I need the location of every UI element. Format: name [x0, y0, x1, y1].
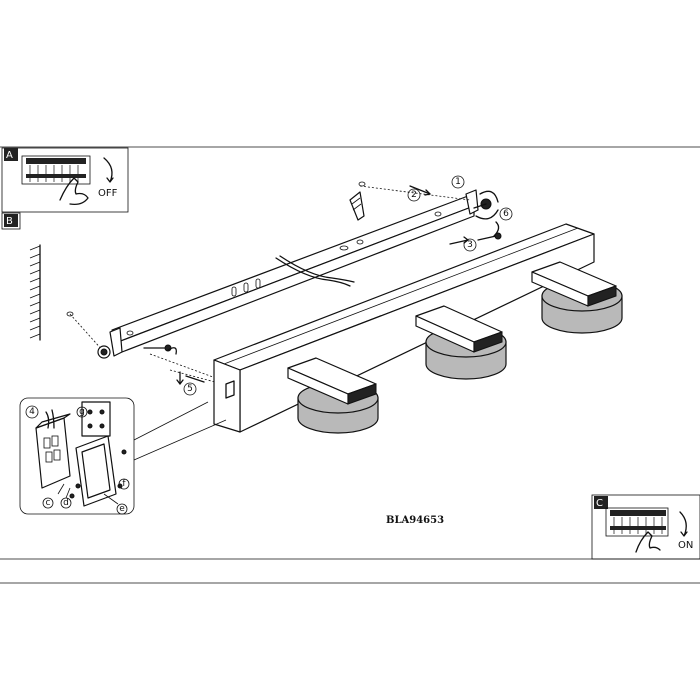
lamp-head-left [287, 357, 379, 434]
svg-text:2: 2 [411, 190, 417, 200]
detail-callout-c: c [42, 497, 54, 509]
bolt-icon [97, 345, 111, 359]
step-labels: 1 2 3 6 5 [183, 175, 513, 396]
detail-callout-f: f [118, 478, 130, 490]
step-6-marker: 6 [499, 207, 513, 221]
panel-a-switch-label: OFF [98, 188, 118, 199]
mounting-bracket [109, 189, 479, 357]
svg-text:g: g [79, 407, 85, 417]
detail-callout-d: d [60, 497, 72, 509]
hand-icon [635, 531, 661, 553]
lamp-head-right [531, 261, 623, 334]
panel-b: B [1, 212, 21, 230]
step-4-marker: 4 [25, 405, 39, 419]
panel-a: A OFF [1, 147, 129, 213]
direction-arrows [167, 185, 500, 385]
svg-text:e: e [119, 504, 125, 514]
step-5-marker: 5 [183, 382, 197, 396]
panel-a-letter: A [6, 150, 13, 161]
panel-c: C ON [591, 494, 700, 560]
switch-off-arrow-icon [103, 157, 114, 183]
wall-anchor-icon [349, 191, 365, 221]
screw-icon [143, 344, 172, 352]
svg-text:c: c [46, 498, 51, 508]
svg-text:5: 5 [187, 384, 193, 394]
panel-b-letter: B [6, 216, 13, 227]
switch-on-arrow-icon [679, 511, 688, 537]
lamp-head-middle [415, 305, 507, 380]
svg-text:f: f [122, 479, 126, 489]
screw-icon [473, 198, 492, 210]
svg-text:d: d [63, 498, 69, 508]
hand-icon [59, 177, 89, 206]
model-code: BLA94653 [386, 515, 444, 526]
page-frame [0, 146, 700, 584]
detail-callout-e: e [116, 503, 128, 515]
svg-text:3: 3 [467, 240, 473, 250]
panel-c-switch-label: ON [678, 540, 693, 551]
panel-c-letter: C [596, 498, 603, 509]
step-1-marker: 1 [451, 175, 465, 189]
svg-text:6: 6 [503, 209, 509, 219]
detail-callout-g: g [76, 406, 88, 418]
junction-box-detail: 4 [19, 397, 227, 515]
light-bar-housing [213, 223, 595, 433]
step-2-marker: 2 [407, 188, 421, 202]
breaker-box-icon [21, 155, 91, 185]
step-3-marker: 3 [463, 238, 477, 252]
screw-icon [477, 232, 502, 241]
breaker-box-icon [605, 507, 669, 537]
svg-text:4: 4 [29, 407, 35, 417]
svg-text:1: 1 [455, 177, 461, 187]
supply-cable [275, 257, 351, 287]
wall-hatch [29, 244, 41, 341]
